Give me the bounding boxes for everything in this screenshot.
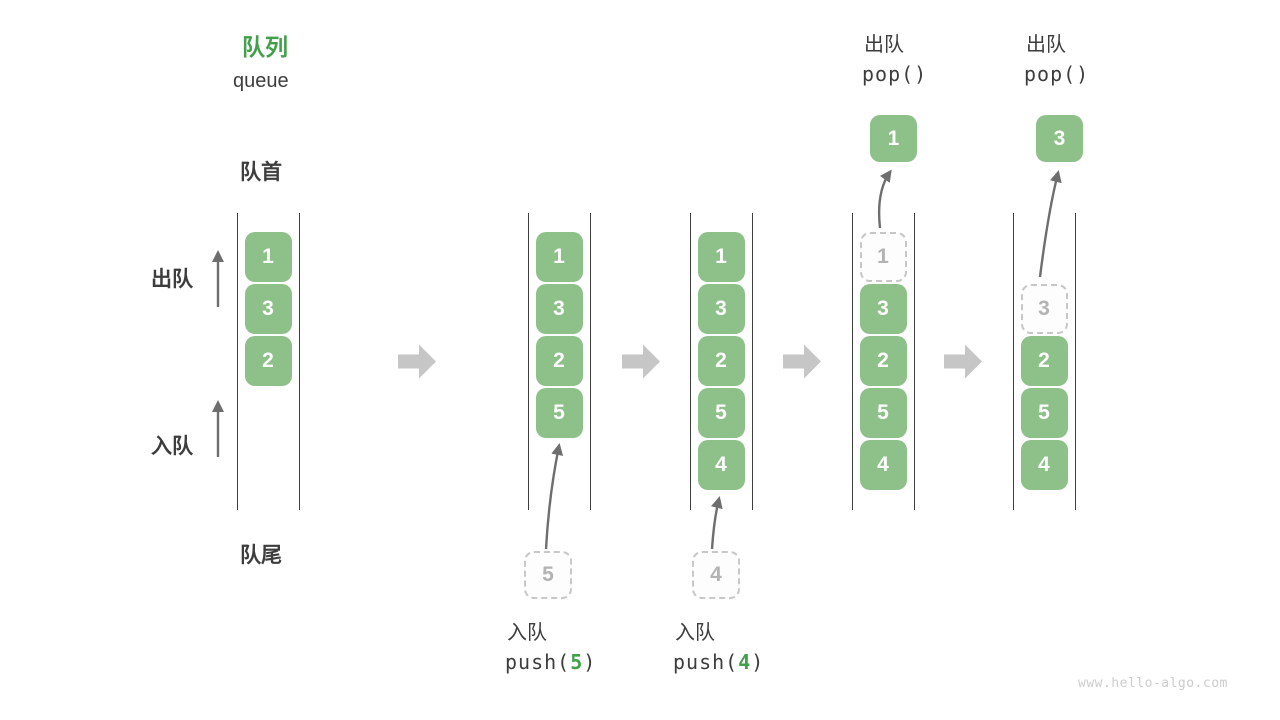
state-transition-arrow-icon — [622, 344, 660, 379]
dequeue-side-label: 出队 — [151, 268, 193, 291]
op-fn: push( — [673, 650, 739, 674]
incoming-cell: 4 — [692, 551, 740, 599]
queue-column-push-4: 1 3 2 5 4 — [690, 213, 753, 510]
queue-cell: 4 — [859, 440, 907, 490]
queue-cell: 3 — [697, 284, 745, 334]
op-close: ) — [751, 650, 765, 674]
queue-cell: 4 — [1020, 440, 1068, 490]
queue-column-pop-3: 3 2 5 4 — [1013, 213, 1076, 510]
popped-cell: 3 — [1036, 115, 1083, 162]
diagram-title-cn: 队列 — [242, 34, 288, 60]
enqueue-op-code: push(5) — [505, 650, 596, 674]
queue-cell: 3 — [535, 284, 583, 334]
enqueue-op-code: push(4) — [673, 650, 764, 674]
queue-column-pop-1: 1 3 2 5 4 — [852, 213, 915, 510]
queue-column-initial: 1 3 2 — [237, 213, 300, 510]
watermark: www.hello-algo.com — [1078, 676, 1228, 691]
op-close: ) — [583, 650, 597, 674]
queue-cell: 5 — [859, 388, 907, 438]
enqueue-op-label: 入队 — [507, 622, 547, 644]
enqueue-op-label: 入队 — [675, 622, 715, 644]
queue-cell: 2 — [1020, 336, 1068, 386]
queue-cell: 1 — [535, 232, 583, 282]
front-label: 队首 — [240, 161, 282, 184]
dequeue-op-code: pop() — [1024, 62, 1090, 86]
queue-cell: 3 — [244, 284, 292, 334]
state-transition-arrow-icon — [944, 344, 982, 379]
popped-cell: 1 — [870, 115, 917, 162]
enqueue-side-label: 入队 — [151, 435, 193, 458]
queue-cell: 2 — [859, 336, 907, 386]
queue-cell-ghost: 3 — [1020, 284, 1068, 334]
state-transition-arrow-icon — [783, 344, 821, 379]
dequeue-op-label: 出队 — [1026, 34, 1066, 56]
op-arg: 5 — [570, 650, 584, 674]
op-arg: 4 — [738, 650, 752, 674]
dequeue-op-code: pop() — [862, 62, 928, 86]
queue-cell: 3 — [859, 284, 907, 334]
state-transition-arrow-icon — [398, 344, 436, 379]
queue-cell: 5 — [697, 388, 745, 438]
queue-cell: 1 — [697, 232, 745, 282]
op-fn: push( — [505, 650, 571, 674]
queue-cell: 4 — [697, 440, 745, 490]
rear-label: 队尾 — [240, 544, 282, 567]
queue-cell-ghost: 1 — [859, 232, 907, 282]
queue-cell: 2 — [697, 336, 745, 386]
queue-column-push-5: 1 3 2 5 — [528, 213, 591, 510]
queue-cell: 2 — [535, 336, 583, 386]
dequeue-op-label: 出队 — [864, 34, 904, 56]
queue-cell: 2 — [244, 336, 292, 386]
incoming-cell: 5 — [524, 551, 572, 599]
queue-cell: 1 — [244, 232, 292, 282]
queue-cell: 5 — [535, 388, 583, 438]
diagram-title-en: queue — [233, 70, 289, 92]
queue-cell: 5 — [1020, 388, 1068, 438]
